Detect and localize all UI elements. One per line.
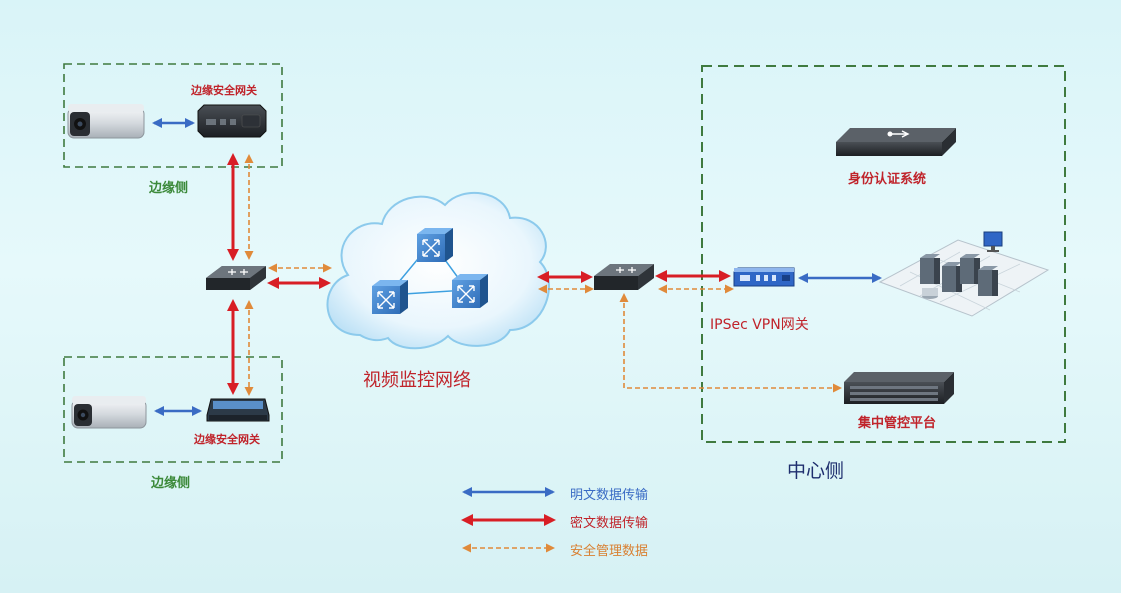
mgmt-link-platform [619,293,842,393]
vpn-gateway-icon [733,267,795,287]
switch-icon [206,266,266,290]
center-zone [701,65,1066,443]
legend-mgmt-label: 安全管理数据 [570,544,649,559]
center-side-label: 中心侧 [787,460,845,482]
vpn-gateway-label: IPSec VPN网关 [710,317,809,333]
server-icon [844,372,954,404]
switch-cube-right [452,274,488,308]
switch-cube-left [372,280,408,314]
legend-plain-label: 明文数据传输 [570,488,649,503]
mgmt-platform-label: 集中管控平台 [858,416,937,431]
cloud-icon [326,191,550,350]
edge-gateway-icon [206,398,270,422]
camera-icon [67,104,145,139]
edge-gateway-icon [197,104,267,138]
legend-cipher-label: 密文数据传输 [570,516,649,531]
network-label: 视频监控网络 [363,370,471,391]
edge-side-label-bottom: 边缘侧 [151,476,191,491]
switch-icon [594,264,654,290]
edge-side-label-top: 边缘侧 [149,181,189,196]
edge-gateway-label-bottom: 边缘安全网关 [194,433,260,446]
datacenter-icon [878,231,1050,317]
camera-icon [71,396,147,429]
server-icon [836,128,956,156]
edge-zone-bottom [63,356,283,463]
edge-zone-top [63,63,283,168]
edge-gateway-label-top: 边缘安全网关 [191,84,257,97]
switch-cube-top [417,228,453,262]
auth-system-label: 身份认证系统 [848,172,927,187]
